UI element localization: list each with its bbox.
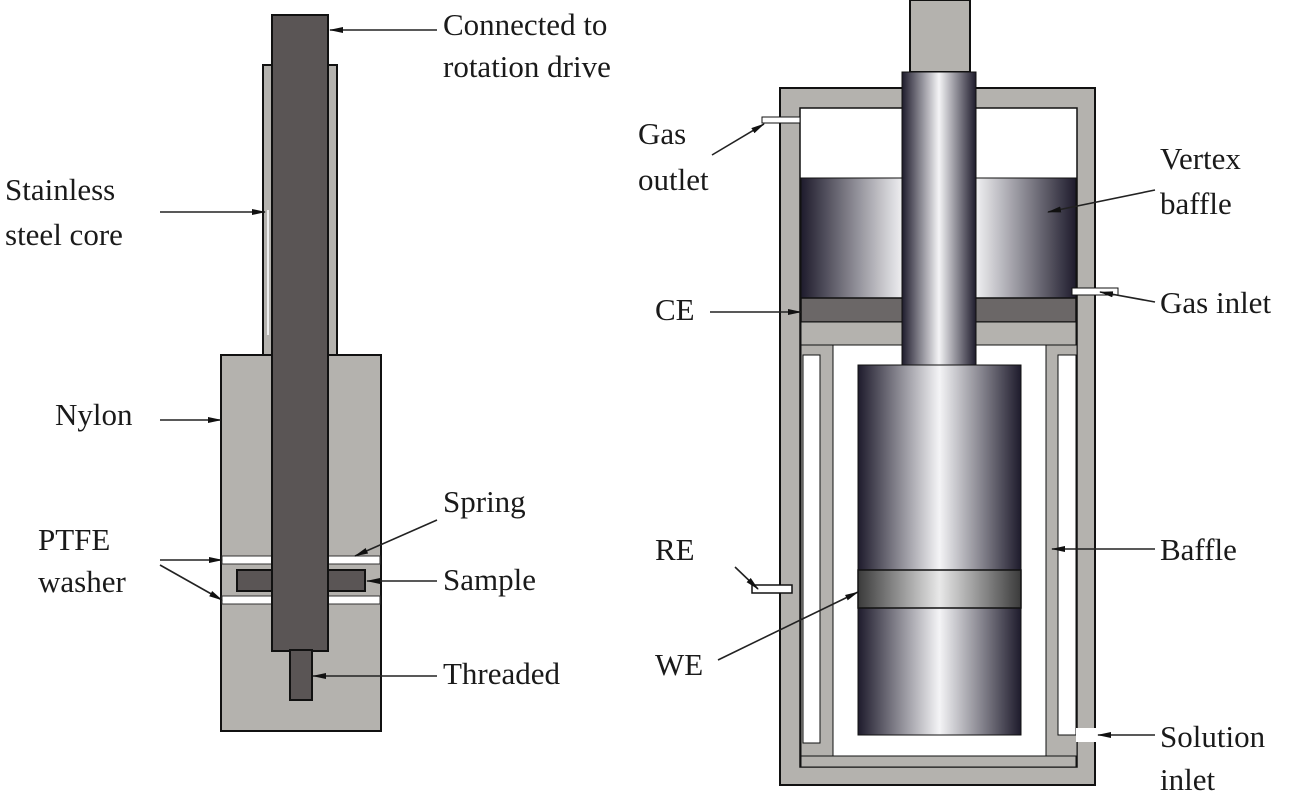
arrow-re xyxy=(734,566,759,590)
label-solution-inlet-2: inlet xyxy=(1160,762,1215,797)
drive-cap xyxy=(909,0,971,73)
label-gas-outlet-1: Gas xyxy=(638,116,686,151)
label-we: WE xyxy=(655,647,703,682)
label-spring: Spring xyxy=(443,484,526,519)
label-rotation-drive-2: rotation drive xyxy=(443,49,611,84)
label-rotation-drive-1: Connected to xyxy=(443,7,607,42)
label-solution-inlet-1: Solution xyxy=(1160,719,1266,754)
baffle-left-slot xyxy=(802,354,821,744)
solution-inlet-port xyxy=(1076,728,1098,742)
label-core-1: Stainless xyxy=(5,172,115,207)
baffle-bottom xyxy=(800,755,1077,768)
label-ptfe-1: PTFE xyxy=(38,522,110,557)
baffle-right-slot xyxy=(1057,354,1077,736)
rotating-electrode-assembly xyxy=(220,14,382,732)
label-gas-outlet-2: outlet xyxy=(638,162,709,197)
label-nylon: Nylon xyxy=(55,397,133,432)
working-electrode xyxy=(857,569,1022,609)
arrow-we xyxy=(717,591,859,661)
label-vertex-2: baffle xyxy=(1160,186,1232,221)
vortex-baffle-left xyxy=(800,177,904,299)
gas-outlet-tube xyxy=(761,116,801,124)
arrow-gas-inlet xyxy=(1099,291,1156,303)
label-sample: Sample xyxy=(443,562,536,597)
label-ptfe-2: washer xyxy=(38,564,126,599)
label-re: RE xyxy=(655,532,695,567)
label-vertex-1: Vertex xyxy=(1160,141,1241,176)
arrow-gas-outlet xyxy=(711,123,765,156)
threaded-tip xyxy=(289,649,313,701)
label-core-2: steel core xyxy=(5,217,123,252)
label-gas-inlet: Gas inlet xyxy=(1160,285,1271,320)
shaft xyxy=(901,71,977,366)
label-threaded: Threaded xyxy=(443,656,561,691)
gas-inlet-tube xyxy=(1071,287,1119,296)
arrow-vertex-baffle xyxy=(1047,189,1156,213)
label-ce: CE xyxy=(655,292,695,327)
vortex-baffle-right xyxy=(975,177,1077,299)
arrow-spring xyxy=(354,519,438,557)
electrode-cylinder xyxy=(857,364,1022,736)
cell-assembly xyxy=(751,0,1119,786)
label-baffle: Baffle xyxy=(1160,532,1237,567)
arrow-ptfe-bottom xyxy=(159,564,223,601)
steel-rod xyxy=(271,14,329,652)
